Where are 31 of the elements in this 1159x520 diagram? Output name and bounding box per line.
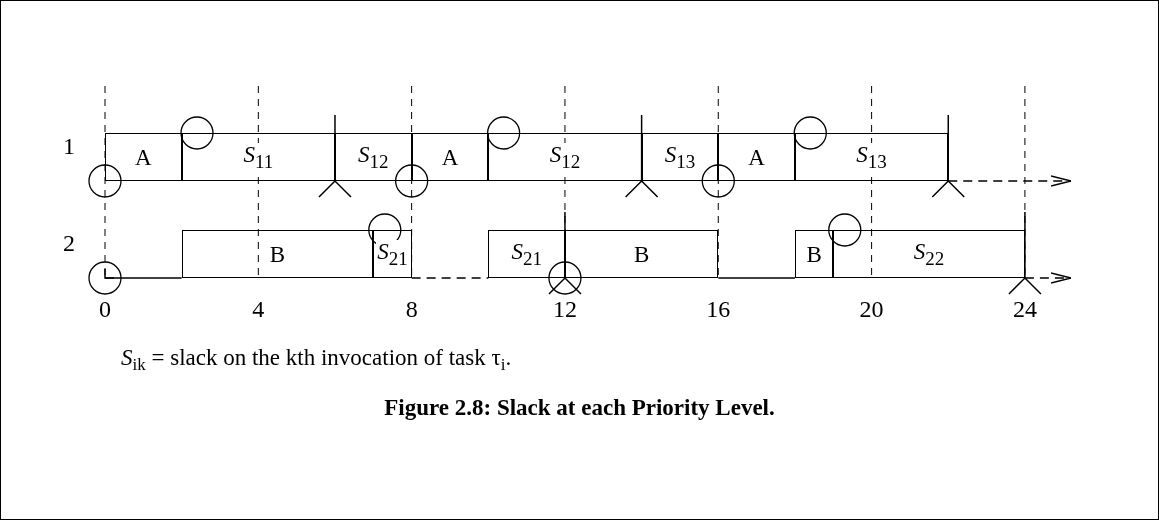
- execution-segment: [373, 230, 412, 278]
- segment-label: S$_{21}$: [376, 240, 409, 268]
- execution-segment: [105, 133, 182, 181]
- timeline-arrow: [947, 175, 1072, 187]
- timeline-arrow: [1024, 272, 1072, 284]
- segment-label: S$_{13}$: [855, 143, 888, 171]
- axis-tick-label: 8: [405, 296, 418, 323]
- figure-caption: Figure 2.8: Slack at each Priority Level.: [383, 395, 776, 421]
- axis-tick-label: 12: [552, 296, 577, 323]
- execution-segment: [334, 133, 412, 181]
- axis-tick-label: 0: [99, 296, 111, 323]
- execution-segment: [488, 230, 565, 278]
- axis-tick-label: 20: [859, 296, 884, 323]
- segment-label: S$_{12}$: [548, 143, 582, 171]
- priority-level-label: 2: [63, 230, 75, 257]
- execution-segment: [794, 133, 949, 181]
- execution-segment: [794, 230, 834, 278]
- execution-segment: [488, 133, 642, 181]
- priority-level-label: 1: [63, 133, 75, 160]
- note-text: S$_{ik}$ = slack on the kth invocation of task τ$_{i}$.: [121, 345, 512, 375]
- axis-tick-label: 4: [252, 296, 265, 323]
- segment-label: S$_{11}$: [242, 143, 275, 171]
- execution-segment: [718, 133, 795, 181]
- execution-segment: [564, 230, 719, 278]
- axis-tick-label: 16: [706, 296, 731, 323]
- execution-segment: [181, 133, 335, 181]
- execution-segment: [833, 230, 1025, 278]
- axis-tick-label: 24: [1012, 296, 1037, 323]
- execution-segment: [181, 230, 374, 278]
- execution-segment: [641, 133, 719, 181]
- execution-segment: [411, 133, 489, 181]
